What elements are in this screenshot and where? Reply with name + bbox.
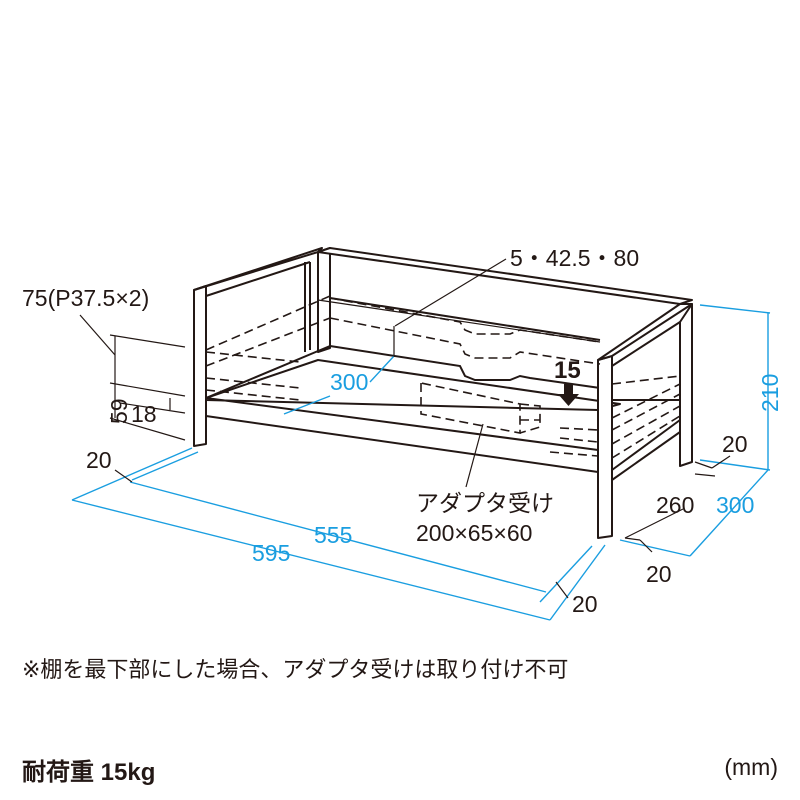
unit-label: (mm) — [724, 754, 778, 780]
label-adapter-holder-size: 200×65×60 — [416, 520, 532, 546]
down-arrow-icon — [558, 384, 579, 406]
label-total-width: 595 — [252, 540, 290, 566]
label-depth-total: 300 — [716, 492, 754, 518]
leader-lines — [79, 258, 731, 599]
label-inner-leg-depth: 260 — [656, 492, 694, 518]
adapter-holder-outline — [420, 382, 541, 434]
label-leg-width-bottom: 20 — [572, 591, 598, 617]
label-shelf-height-low: 59 — [106, 398, 132, 424]
monitor-stand-drawing — [193, 247, 693, 539]
dimension-lines — [71, 304, 771, 621]
label-adapter-holder-name: アダプタ受け — [416, 490, 554, 516]
label-drop-height: 15 — [554, 357, 581, 384]
label-shelf-positions: 5・42.5・80 — [510, 245, 639, 271]
label-inner-width: 555 — [314, 522, 352, 548]
label-height-total: 210 — [757, 374, 783, 412]
label-leg-width-left: 20 — [86, 447, 112, 473]
label-shelf-pitch: 75(P37.5×2) — [22, 285, 149, 311]
load-capacity: 耐荷重 15kg — [22, 759, 156, 786]
label-leg-depth-right: 20 — [722, 431, 748, 457]
label-leg-width-front: 20 — [646, 561, 672, 587]
label-inner-depth: 300 — [330, 369, 368, 395]
label-shelf-thickness: 18 — [131, 401, 157, 427]
installation-note: ※棚を最下部にした場合、アダプタ受けは取り付け不可 — [22, 657, 569, 682]
